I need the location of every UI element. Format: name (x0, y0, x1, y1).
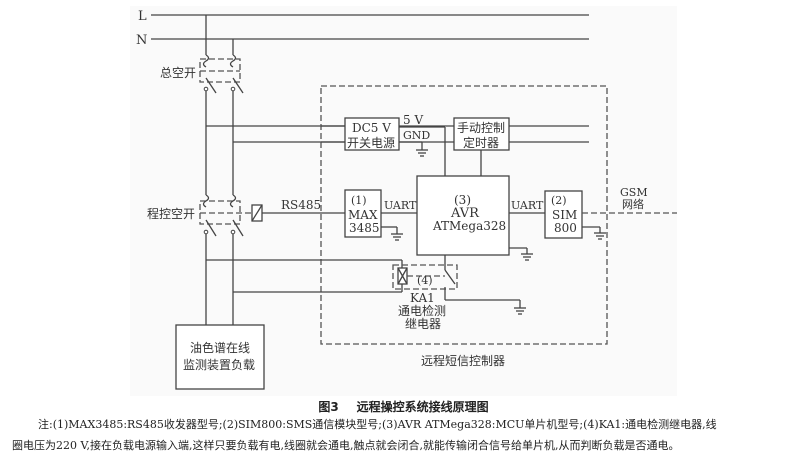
power-lines: L N (136, 9, 589, 48)
svg-text:DC5 V: DC5 V (352, 121, 391, 135)
figure-number: 图3 (318, 400, 339, 414)
svg-text:3485: 3485 (349, 221, 380, 235)
wiring-diagram: L N 总空开 程控空开 (136, 9, 677, 390)
gsm-network: GSM 网络 (620, 186, 648, 211)
svg-text:(3): (3) (454, 193, 471, 207)
uart-left-label: UART (384, 199, 417, 212)
ground-icon (416, 149, 428, 157)
ground-icon (521, 253, 533, 261)
controller-boundary (320, 85, 608, 345)
figure-title: 远程操控系统接线原理图 (356, 400, 489, 414)
svg-text:SIM: SIM (552, 208, 577, 222)
figure-caption: 图3 远程操控系统接线原理图 (0, 398, 807, 415)
svg-text:(1): (1) (351, 194, 367, 207)
svg-text:ATMega328: ATMega328 (432, 219, 506, 233)
note-line-1: 注:(1)MAX3485:RS485收发器型号;(2)SIM800:SMS通信模… (38, 418, 717, 431)
program-controlled-breaker: 程控空开 (147, 194, 345, 237)
program-breaker-label: 程控空开 (147, 206, 195, 221)
monitoring-load: 油色谱在线 监测装置负载 (175, 324, 265, 390)
manual-control-timer: 手动控制 定时器 (453, 117, 510, 176)
ka1-relay: (4) KA1 通电检测 继电器 (206, 259, 526, 331)
svg-text:(4): (4) (417, 274, 433, 287)
svg-text:定时器: 定时器 (463, 135, 499, 150)
neutral-line-label: N (136, 33, 147, 48)
ground-icon (514, 307, 526, 315)
power-supply: DC5 V 开关电源 5 V GND (321, 113, 446, 176)
ground-icon (594, 232, 606, 240)
svg-text:开关电源: 开关电源 (347, 136, 395, 150)
svg-text:网络: 网络 (622, 197, 644, 211)
svg-text:AVR: AVR (450, 206, 480, 221)
svg-text:800: 800 (554, 221, 577, 235)
svg-text:(2): (2) (551, 194, 567, 207)
live-line-label: L (138, 9, 147, 24)
svg-text:GSM: GSM (620, 186, 648, 199)
svg-text:GND: GND (403, 129, 430, 142)
uart-right-label: UART (511, 199, 544, 212)
svg-text:KA1: KA1 (410, 291, 435, 305)
main-breaker: 总空开 (160, 54, 244, 94)
ground-icon (391, 233, 403, 241)
svg-text:继电器: 继电器 (405, 317, 441, 331)
svg-text:手动控制: 手动控制 (457, 121, 505, 135)
svg-text:MAX: MAX (348, 208, 378, 222)
svg-text:监测装置负载: 监测装置负载 (183, 358, 255, 372)
avr-mcu: (3) AVR ATMega328 UART (416, 175, 545, 270)
note-line-2: 圈电压为220 V,接在负载电源输入端,这样只要负载有电,线圈就会通电,触点就会… (12, 439, 680, 452)
main-breaker-label: 总空开 (160, 66, 196, 80)
rs485-label: RS485 (281, 198, 321, 212)
sim800-module: (2) SIM 800 (544, 190, 677, 240)
svg-text:油色谱在线: 油色谱在线 (190, 341, 250, 355)
controller-label: 远程短信控制器 (421, 353, 505, 368)
max3485-transceiver: (1) MAX 3485 UART (344, 189, 417, 241)
svg-text:5 V: 5 V (403, 113, 423, 127)
svg-text:通电检测: 通电检测 (398, 303, 446, 318)
